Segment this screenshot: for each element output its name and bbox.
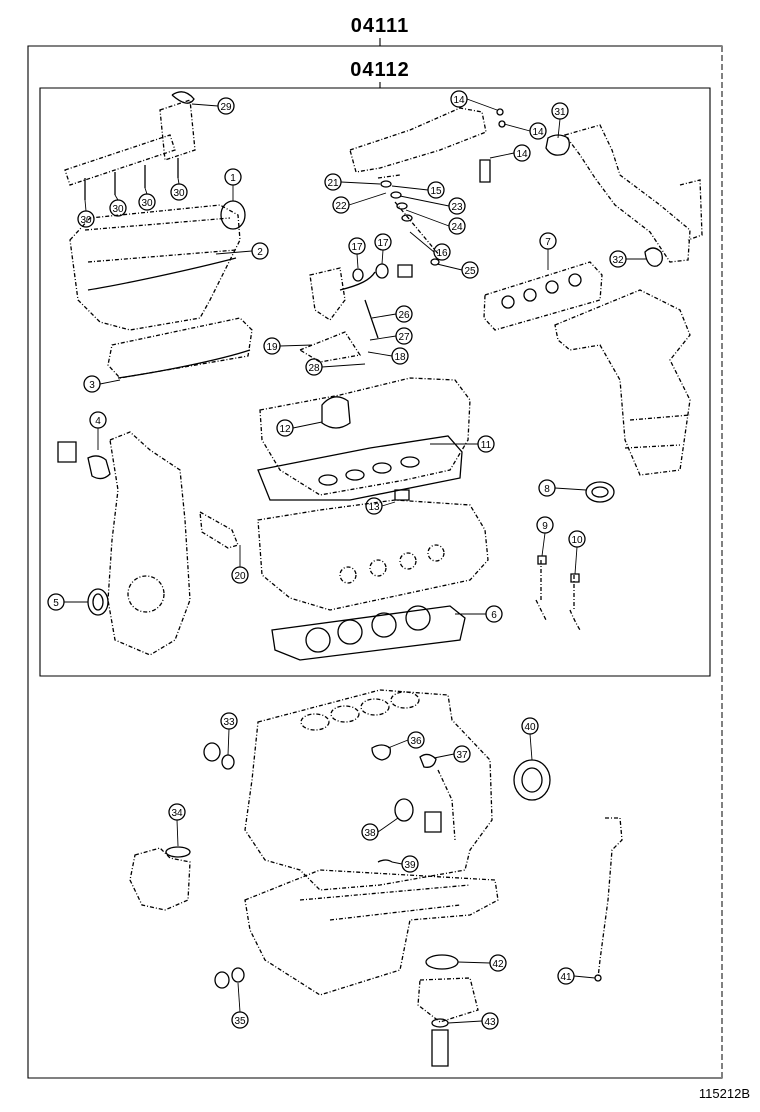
callout-30a: 30	[80, 215, 92, 226]
callout-10: 10	[571, 535, 583, 546]
callout-15: 15	[430, 186, 442, 197]
callout-30b: 30	[112, 204, 124, 215]
callout-28: 28	[308, 363, 320, 374]
oil-pan	[244, 869, 499, 996]
injector-20	[199, 510, 239, 549]
exhaust-manifold-gasket	[483, 261, 603, 331]
exhaust-pipe	[545, 124, 703, 263]
outer-frame	[27, 38, 723, 1079]
cylinder-head-cover-left	[69, 204, 241, 331]
gasket-32	[644, 247, 663, 267]
callout-14c: 14	[516, 149, 528, 160]
head-cover-gasket	[257, 435, 463, 501]
seals-17	[352, 263, 413, 282]
callout-19: 19	[266, 342, 278, 353]
callout-40: 40	[524, 722, 536, 733]
callout-14b: 14	[532, 127, 544, 138]
callout-13: 13	[368, 502, 380, 513]
callout-36: 36	[410, 736, 422, 747]
bolt-set-30	[84, 158, 179, 200]
callout-43: 43	[484, 1017, 496, 1028]
gasket-39	[377, 859, 393, 863]
plug-35	[214, 967, 245, 989]
callout-7: 7	[545, 237, 551, 248]
oil-seal-5	[87, 588, 109, 616]
callout-35: 35	[234, 1016, 246, 1027]
cylinder-head-gasket	[271, 605, 466, 661]
callout-9: 9	[542, 521, 548, 532]
callout-2: 2	[257, 247, 263, 258]
callout-23: 23	[451, 202, 463, 213]
cylinder-block	[244, 689, 493, 891]
callout-38: 38	[364, 828, 376, 839]
gaskets-36-37	[371, 744, 456, 841]
valve-stem-seals	[535, 555, 581, 631]
callout-1: 1	[230, 173, 236, 184]
o-ring-1	[220, 200, 246, 230]
water-pump	[129, 846, 191, 911]
callout-20: 20	[234, 571, 246, 582]
subassembly-code: 04112	[350, 59, 410, 81]
callout-30d: 30	[173, 188, 185, 199]
oil-control-valve	[298, 267, 379, 363]
camshaft-housing	[107, 317, 253, 379]
plug-13	[394, 489, 410, 501]
oil-level-gauge-guide	[594, 817, 623, 982]
callout-32: 32	[612, 255, 624, 266]
rear-oil-seal	[513, 759, 551, 801]
callout-26: 26	[398, 310, 410, 321]
intake-manifold-bracket	[64, 91, 196, 186]
callout-34: 34	[171, 808, 183, 819]
callout-6: 6	[491, 610, 497, 621]
timing-chain-cover	[57, 431, 191, 656]
inner-frame	[39, 82, 711, 677]
cylinder-head-cover	[259, 377, 471, 496]
callout-5: 5	[53, 598, 59, 609]
callout-29: 29	[220, 102, 232, 113]
fuel-delivery-pipe	[349, 107, 487, 257]
callout-41: 41	[560, 972, 572, 983]
callout-25: 25	[464, 266, 476, 277]
exhaust-manifold	[554, 289, 691, 476]
callout-3: 3	[89, 380, 95, 391]
callout-31: 31	[554, 107, 566, 118]
callout-37: 37	[456, 750, 468, 761]
callout-17b: 17	[377, 238, 389, 249]
callout-24: 24	[451, 222, 463, 233]
callout-30c: 30	[141, 198, 153, 209]
callout-16: 16	[436, 248, 448, 259]
callout-21: 21	[327, 178, 339, 189]
callout-8: 8	[544, 484, 550, 495]
callout-4: 4	[95, 416, 101, 427]
plug-33	[203, 742, 235, 770]
callout-12: 12	[279, 424, 291, 435]
callouts: 1 2 3 4 5 6 7 8 9 10	[47, 90, 646, 1030]
oil-seal-8	[585, 481, 615, 503]
assembly-code: 04111	[351, 15, 409, 37]
cylinder-head	[257, 499, 489, 611]
callout-11: 11	[481, 440, 492, 451]
callout-1-circle	[224, 168, 242, 186]
callout-17a: 17	[351, 242, 363, 253]
callout-42: 42	[492, 959, 504, 970]
oil-seal-38	[394, 798, 442, 833]
callout-27: 27	[398, 332, 410, 343]
seals-14	[479, 108, 506, 183]
callout-22: 22	[335, 201, 347, 212]
oil-filter-bracket	[417, 954, 479, 1067]
injector-o-rings	[380, 180, 440, 266]
callout-39: 39	[404, 860, 416, 871]
callout-14a: 14	[453, 95, 465, 106]
callout-18: 18	[394, 352, 406, 363]
drawing-number: 115212B	[699, 1086, 750, 1101]
callout-33: 33	[223, 717, 235, 728]
